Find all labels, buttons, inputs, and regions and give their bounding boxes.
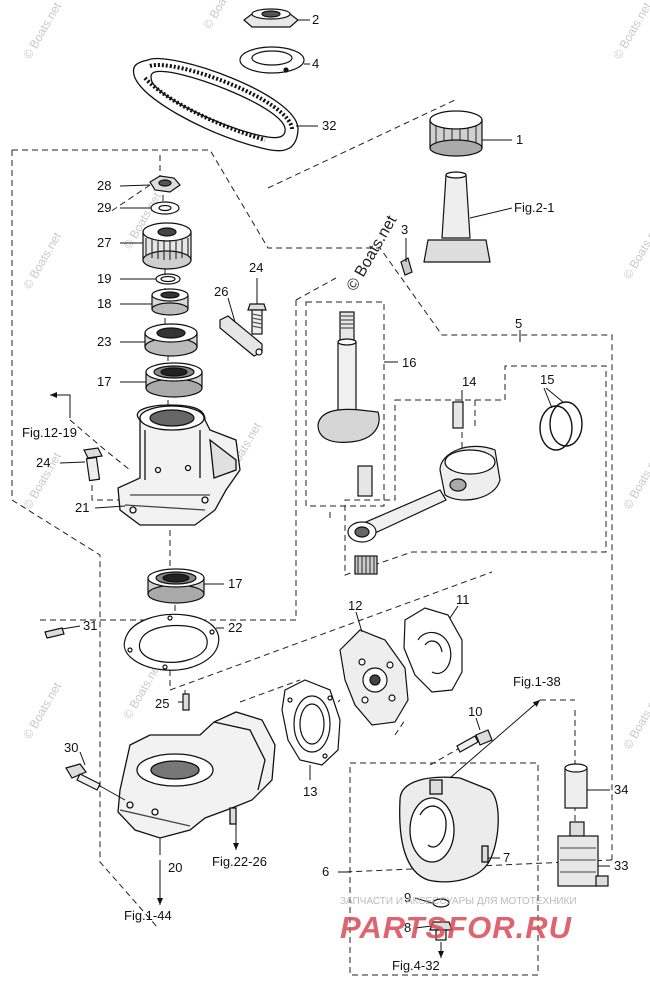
part-shaft-fig2-1 bbox=[423, 171, 491, 263]
svg-text:© Boats.net: © Boats.net bbox=[610, 0, 650, 61]
callout-25: 25 bbox=[155, 696, 169, 711]
callout-1: 1 bbox=[516, 132, 523, 147]
svg-text:© Boats.net: © Boats.net bbox=[620, 449, 650, 511]
part-bracket-26 bbox=[219, 315, 263, 357]
callout-21: 21 bbox=[75, 500, 89, 515]
callout-17-upper: 17 bbox=[97, 374, 111, 389]
part-collar-18 bbox=[151, 288, 189, 316]
callout-29: 29 bbox=[97, 200, 111, 215]
fig-ref-12-19[interactable]: Fig.12-19 bbox=[22, 425, 77, 440]
part-bolt-30 bbox=[65, 763, 101, 791]
part-timing-belt-32 bbox=[132, 58, 299, 152]
part-rings-15 bbox=[539, 401, 583, 451]
callout-24-left: 24 bbox=[36, 455, 50, 470]
part-pin-25 bbox=[182, 693, 190, 711]
callout-27: 27 bbox=[97, 235, 111, 250]
fig-ref-2-1[interactable]: Fig.2-1 bbox=[514, 200, 554, 215]
svg-text:PARTSFOR.RU: PARTSFOR.RU bbox=[340, 910, 573, 945]
callout-14: 14 bbox=[462, 374, 476, 389]
svg-text:© Boats.net: © Boats.net bbox=[20, 679, 64, 741]
callout-33: 33 bbox=[614, 858, 628, 873]
callout-20: 20 bbox=[168, 860, 182, 875]
watermark-copyright-main: © Boats.net bbox=[344, 212, 401, 294]
fig-ref-1-38[interactable]: Fig.1-38 bbox=[513, 674, 561, 689]
assembly-dash-lines bbox=[11, 99, 613, 976]
callout-16: 16 bbox=[402, 355, 416, 370]
part-ring-19 bbox=[155, 273, 181, 285]
leader-lines bbox=[59, 19, 610, 929]
svg-text:© Boats.net: © Boats.net bbox=[620, 689, 650, 751]
svg-text:ЗАПЧАСТИ И АКСЕССУАРЫ ДЛЯ МОТО: ЗАПЧАСТИ И АКСЕССУАРЫ ДЛЯ МОТОТЕХНИКИ bbox=[340, 896, 577, 907]
part-nut-2 bbox=[243, 8, 299, 28]
callout-5: 5 bbox=[515, 316, 522, 331]
callout-32: 32 bbox=[322, 118, 336, 133]
callout-13: 13 bbox=[303, 784, 317, 799]
callout-34: 34 bbox=[614, 782, 628, 797]
part-fitting-8 bbox=[429, 921, 453, 941]
figure-ref-labels: Fig.2-1 Fig.12-19 Fig.1-38 Fig.22-26 Fig… bbox=[22, 200, 561, 973]
svg-text:© Boats.net: © Boats.net bbox=[620, 219, 650, 281]
callout-28: 28 bbox=[97, 178, 111, 193]
fig-ref-22-26[interactable]: Fig.22-26 bbox=[212, 854, 267, 869]
part-bolt-24-upper bbox=[247, 303, 267, 335]
callout-23: 23 bbox=[97, 334, 111, 349]
callout-labels: 2 4 32 1 3 28 29 27 19 18 23 17 24 26 16… bbox=[36, 12, 628, 935]
svg-text:© Boats.net: © Boats.net bbox=[20, 0, 64, 61]
part-washer-4 bbox=[239, 46, 305, 74]
watermark-brand: ЗАПЧАСТИ И АКСЕССУАРЫ ДЛЯ МОТОТЕХНИКИ PA… bbox=[340, 896, 577, 945]
part-filter-33 bbox=[557, 821, 609, 887]
figure-ref-arrows bbox=[50, 392, 541, 958]
part-cap-1 bbox=[429, 110, 483, 157]
part-bearing-17-lower bbox=[147, 568, 205, 604]
svg-text:© Boats.net: © Boats.net bbox=[20, 229, 64, 291]
part-gasket-13 bbox=[281, 679, 341, 766]
part-seal-23 bbox=[144, 323, 198, 357]
part-pulley-27 bbox=[142, 222, 192, 270]
callout-6: 6 bbox=[322, 864, 329, 879]
part-washer-9 bbox=[432, 898, 450, 908]
callout-11: 11 bbox=[456, 592, 470, 607]
svg-text:© Boats.net: © Boats.net bbox=[200, 0, 244, 31]
part-bolt-10 bbox=[456, 729, 493, 753]
part-lower-housing-20 bbox=[117, 711, 276, 839]
part-gasket-22 bbox=[123, 613, 220, 671]
watermark-copyright: © Boats.net © Boats.net © Boats.net © Bo… bbox=[20, 0, 650, 752]
callout-17-lower: 17 bbox=[228, 576, 242, 591]
callout-18: 18 bbox=[97, 296, 111, 311]
callout-19: 19 bbox=[97, 271, 111, 286]
callout-15: 15 bbox=[540, 372, 554, 387]
part-bearing-17-upper bbox=[145, 362, 203, 398]
callout-3: 3 bbox=[401, 222, 408, 237]
part-pump-assembly-6 bbox=[399, 776, 499, 883]
callout-2: 2 bbox=[312, 12, 319, 27]
callout-24-upper: 24 bbox=[249, 260, 263, 275]
part-nut-28 bbox=[149, 175, 181, 193]
part-upper-housing-21 bbox=[117, 404, 241, 526]
part-crankshaft-16 bbox=[317, 311, 380, 497]
fig-ref-1-44[interactable]: Fig.1-44 bbox=[124, 908, 172, 923]
callout-22: 22 bbox=[228, 620, 242, 635]
part-bolt-24-left bbox=[83, 447, 103, 482]
callout-9: 9 bbox=[404, 890, 411, 905]
part-plate-12 bbox=[339, 629, 409, 726]
part-gasket-11 bbox=[403, 607, 463, 693]
callout-4: 4 bbox=[312, 56, 319, 71]
callout-12: 12 bbox=[348, 598, 362, 613]
part-hose-34 bbox=[564, 763, 588, 809]
callout-26: 26 bbox=[214, 284, 228, 299]
part-pin-31 bbox=[44, 627, 65, 639]
callout-7: 7 bbox=[503, 850, 510, 865]
fig-ref-4-32[interactable]: Fig.4-32 bbox=[392, 958, 440, 973]
part-piston-rod-14 bbox=[347, 401, 501, 575]
callout-31: 31 bbox=[83, 618, 97, 633]
callout-8: 8 bbox=[404, 920, 411, 935]
callout-10: 10 bbox=[468, 704, 482, 719]
callout-30: 30 bbox=[64, 740, 78, 755]
part-washer-29 bbox=[150, 201, 180, 215]
